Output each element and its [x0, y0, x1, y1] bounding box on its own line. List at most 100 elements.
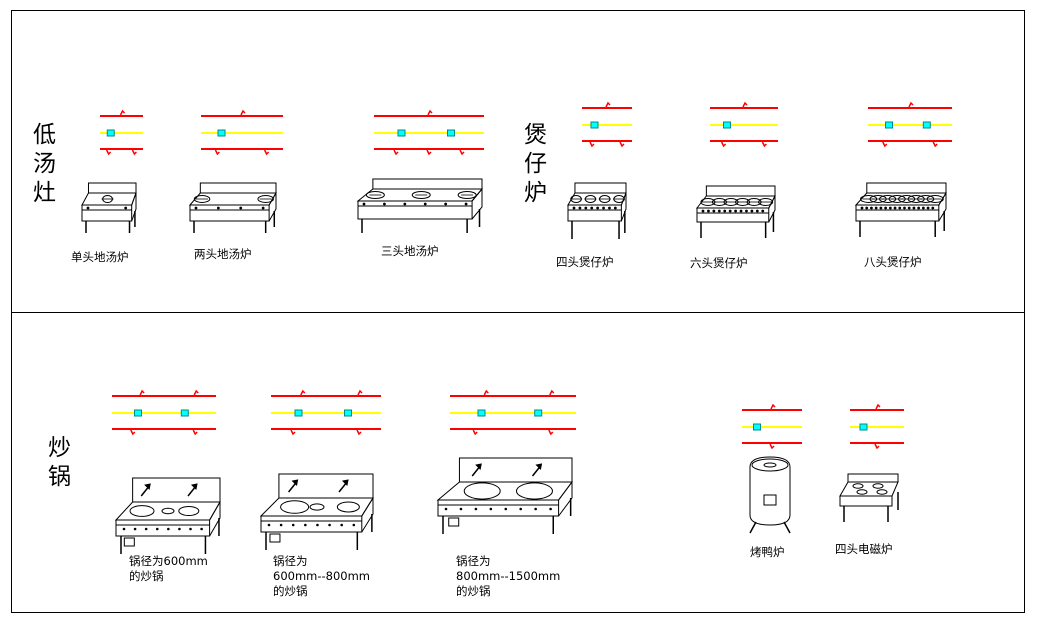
- gas-valve-mark: [875, 403, 881, 410]
- knob: [917, 206, 921, 210]
- knob: [717, 209, 721, 213]
- knob: [261, 206, 265, 210]
- equipment-label: 的炒锅: [456, 584, 491, 598]
- knob: [279, 523, 283, 527]
- pipe-diagram: [850, 403, 904, 450]
- water-fitting: [534, 409, 543, 417]
- drain-mark: [589, 141, 595, 148]
- knob: [608, 206, 611, 210]
- category-char: 煲: [524, 122, 547, 148]
- pipe-diagram: [374, 109, 484, 156]
- knob: [921, 206, 925, 210]
- category-label: 低汤灶: [33, 122, 56, 206]
- appliance-drawing: [356, 178, 484, 233]
- drain-mark: [356, 429, 362, 436]
- burner: [457, 191, 477, 199]
- knob: [155, 527, 159, 531]
- water-fitting: [590, 121, 599, 129]
- wok-ring: [129, 505, 155, 517]
- equipment-item-claypot-4: 四头煲仔炉: [556, 101, 632, 269]
- gas-valve-mark: [605, 101, 611, 108]
- drain-mark: [720, 141, 727, 148]
- induction-zone: [856, 489, 868, 495]
- water-fitting: [885, 121, 893, 129]
- appliance-drawing: [567, 182, 627, 239]
- category-char: 汤: [33, 151, 56, 177]
- knob: [534, 507, 537, 511]
- pipe-diagram: [450, 389, 576, 436]
- oven-body: [749, 456, 791, 526]
- water-fitting: [106, 129, 115, 137]
- equipment-item-stove-3: 三头地汤炉: [356, 109, 484, 258]
- drain-mark: [263, 149, 270, 156]
- knob: [328, 523, 331, 527]
- drain-mark: [131, 149, 137, 156]
- appliance-drawing: [81, 182, 137, 233]
- knob: [519, 507, 523, 511]
- knob: [304, 523, 307, 527]
- water-fitting: [723, 121, 731, 129]
- appliance-drawing: [114, 477, 221, 554]
- burner: [411, 191, 431, 199]
- drain-mark: [472, 429, 478, 436]
- equipment-label: 八头煲仔炉: [864, 255, 922, 269]
- wok-ring: [515, 482, 553, 500]
- water-fitting: [447, 129, 455, 137]
- knob: [444, 202, 448, 206]
- appliance-drawing: [839, 473, 899, 522]
- knob: [167, 527, 170, 531]
- knob: [596, 206, 600, 210]
- category-char: 炉: [524, 180, 547, 206]
- knob: [602, 206, 605, 210]
- appliance-drawing: [695, 185, 776, 238]
- equipment-label: 锅径为600mm: [129, 554, 208, 568]
- category-label: 炒锅: [48, 435, 71, 490]
- wok-ring: [336, 501, 360, 513]
- knob: [200, 527, 203, 531]
- knob: [216, 206, 220, 210]
- equipment-label: 三头地汤炉: [381, 244, 439, 258]
- category-char: 低: [33, 122, 56, 148]
- gas-valve-mark: [742, 101, 748, 108]
- knob: [888, 206, 892, 210]
- knob: [884, 206, 887, 210]
- knob: [489, 507, 493, 511]
- knob: [239, 206, 243, 210]
- burner: [193, 195, 211, 203]
- knob: [144, 527, 148, 531]
- water-fitting: [180, 409, 189, 417]
- drain-mark: [761, 141, 767, 148]
- gas-valve-mark: [770, 403, 776, 410]
- drain-mark: [426, 149, 432, 156]
- knob: [755, 209, 759, 213]
- pipe-diagram: [271, 389, 381, 436]
- gas-valve-mark: [908, 101, 914, 108]
- knob: [403, 202, 407, 206]
- knob: [578, 206, 582, 210]
- gas-valve-mark: [357, 389, 363, 396]
- equipment-label: 四头电磁炉: [835, 542, 893, 556]
- equipment-item-stove-2: 两头地汤炉: [188, 109, 283, 261]
- appliance-drawing: [854, 182, 947, 237]
- knob: [340, 523, 343, 527]
- gas-valve-mark: [483, 389, 489, 396]
- knob: [739, 209, 743, 213]
- drain-mark: [548, 429, 554, 436]
- drain-mark: [214, 149, 220, 156]
- knob: [707, 209, 710, 213]
- knob: [912, 206, 916, 210]
- knob: [572, 206, 576, 210]
- wok-ring: [309, 503, 325, 511]
- equipment-label: 六头煲仔炉: [690, 256, 748, 270]
- drain-mark: [459, 149, 465, 156]
- knob: [723, 209, 727, 213]
- gas-valve-mark: [240, 109, 246, 116]
- wok-ring: [178, 506, 200, 516]
- knob: [423, 202, 427, 206]
- knob: [86, 206, 90, 210]
- knob: [931, 206, 935, 210]
- knob: [549, 507, 552, 511]
- category-char: 炒: [48, 435, 71, 461]
- equipment-item-induction-4: 四头电磁炉: [835, 403, 904, 556]
- drain-mark: [105, 149, 112, 156]
